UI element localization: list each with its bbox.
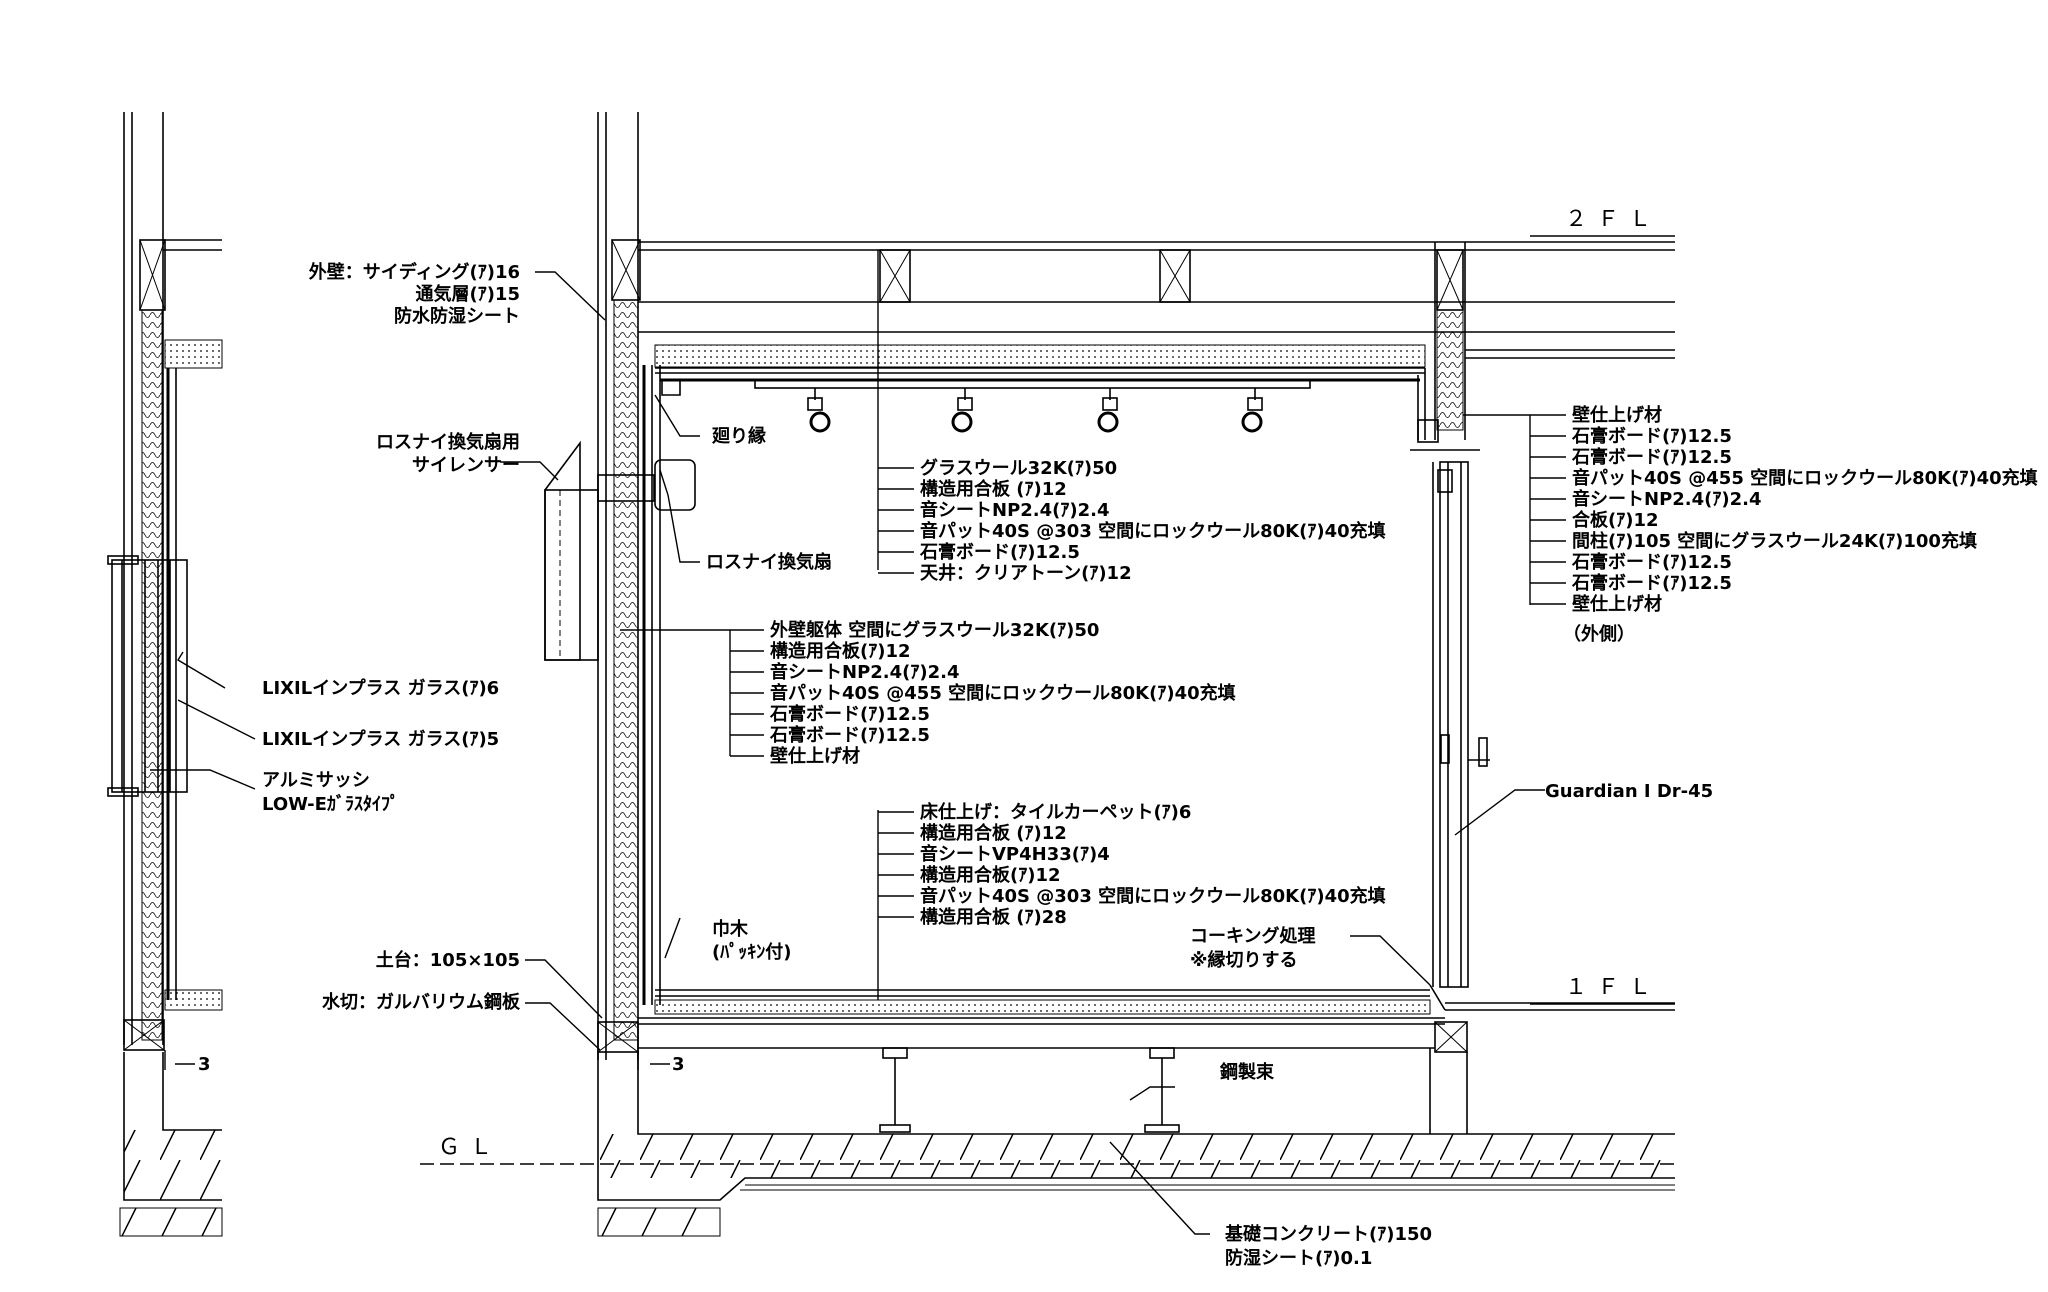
sash-label-2: LOW-Eｶﾞﾗｽﾀｲﾌﾟ bbox=[262, 793, 399, 815]
partition-spec-item: 壁仕上げ材 bbox=[1572, 593, 1662, 615]
dim-mid: 3 bbox=[672, 1054, 685, 1075]
exterior-label-3: 防水防湿シート bbox=[394, 305, 520, 327]
ceiling-spec-item: 石膏ボード(ｱ)12.5 bbox=[919, 541, 1080, 563]
fan-label: ロスナイ換気扇 bbox=[706, 551, 832, 573]
floor-spec-item: 床仕上げ：タイルカーペット(ｱ)6 bbox=[920, 801, 1191, 823]
flashing-label: 水切：ガルバリウム鋼板 bbox=[322, 991, 521, 1013]
caulk-label-2: ※縁切りする bbox=[1190, 949, 1298, 971]
ceiling-spec-item: 音シートNP2.4(ｱ)2.4 bbox=[920, 499, 1109, 521]
exterior-wall-spec-item: 壁仕上げ材 bbox=[770, 745, 860, 767]
exterior-wall-spec-item: 構造用合板(ｱ)12 bbox=[770, 640, 911, 662]
level-gl: ＧＬ bbox=[438, 1135, 502, 1160]
ceiling-spec-item: 天井：クリアトーン(ｱ)12 bbox=[920, 562, 1132, 584]
partition-note: （外側） bbox=[1563, 623, 1635, 645]
sill-label: 土台：105×105 bbox=[376, 949, 520, 971]
partition-spec-item: 石膏ボード(ｱ)12.5 bbox=[1571, 572, 1732, 594]
caulk-label-1: コーキング処理 bbox=[1190, 925, 1315, 947]
baseboard-label-1: 巾木 bbox=[712, 918, 749, 940]
ceiling-spec-item: 構造用合板 (ｱ)12 bbox=[920, 478, 1067, 500]
exterior-label-2: 通気層(ｱ)15 bbox=[415, 283, 520, 305]
exterior-wall-spec-item: 音パット40S @455 空間にロックウール80K(ｱ)40充填 bbox=[770, 682, 1236, 704]
exterior-wall-spec-item: 石膏ボード(ｱ)12.5 bbox=[769, 724, 930, 746]
partition-spec-item: 石膏ボード(ｱ)12.5 bbox=[1571, 446, 1732, 468]
left-wall-section bbox=[107, 112, 223, 1237]
glass6-label: LIXILインプラス ガラス(ｱ)6 bbox=[262, 677, 499, 699]
floor-spec-item: 構造用合板 (ｱ)28 bbox=[920, 906, 1067, 928]
partition-spec-item: 間柱(ｱ)105 空間にグラスウール24K(ｱ)100充填 bbox=[1572, 530, 1977, 552]
post-label: 鋼製束 bbox=[1219, 1061, 1275, 1083]
exterior-label-1: 外壁：サイディング(ｱ)16 bbox=[309, 261, 520, 283]
foundation-label-2: 防湿シート(ｱ)0.1 bbox=[1225, 1247, 1372, 1269]
glass5-label: LIXILインプラス ガラス(ｱ)5 bbox=[262, 728, 499, 750]
floor-spec-item: 構造用合板 (ｱ)12 bbox=[920, 822, 1067, 844]
exterior-wall-spec-item: 石膏ボード(ｱ)12.5 bbox=[769, 703, 930, 725]
spotlight-icon bbox=[807, 388, 1263, 433]
trim-label: 廻り縁 bbox=[711, 425, 766, 447]
level-1fl: １ＦＬ bbox=[1565, 975, 1661, 1000]
silencer-label-2: サイレンサー bbox=[412, 455, 520, 476]
silencer-label-1: ロスナイ換気扇用 bbox=[376, 431, 520, 453]
door-label: Guardian I Dr-45 bbox=[1545, 781, 1713, 802]
steel-post-icon bbox=[879, 1047, 1180, 1133]
dim-left: 3 bbox=[198, 1054, 211, 1075]
partition-spec-item: 合板(ｱ)12 bbox=[1572, 509, 1659, 531]
partition-spec-item: 音シートNP2.4(ｱ)2.4 bbox=[1572, 488, 1761, 510]
ceiling-spec-item: 音パット40S @303 空間にロックウール80K(ｱ)40充填 bbox=[920, 520, 1386, 542]
sash-label-1: アルミサッシ bbox=[262, 770, 370, 791]
baseboard-label-2: (ﾊﾟｯｷﾝ付) bbox=[712, 941, 791, 963]
ceiling-spec-item: グラスウール32K(ｱ)50 bbox=[920, 457, 1117, 479]
exterior-wall-spec-item: 音シートNP2.4(ｱ)2.4 bbox=[770, 661, 959, 683]
partition-spec-item: 石膏ボード(ｱ)12.5 bbox=[1571, 425, 1732, 447]
floor-spec-item: 構造用合板(ｱ)12 bbox=[920, 864, 1061, 886]
level-2fl: ２ＦＬ bbox=[1565, 207, 1661, 232]
partition-spec-item: 音パット40S @455 空間にロックウール80K(ｱ)40充填 bbox=[1572, 467, 2038, 489]
exterior-wall-spec-item: 外壁躯体 空間にグラスウール32K(ｱ)50 bbox=[770, 619, 1099, 641]
exterior-wall-spec-list: 外壁躯体 空間にグラスウール32K(ｱ)50構造用合板(ｱ)12音シートNP2.… bbox=[730, 619, 1236, 767]
floor-spec-item: 音パット40S @303 空間にロックウール80K(ｱ)40充填 bbox=[920, 885, 1386, 907]
partition-spec-item: 壁仕上げ材 bbox=[1572, 404, 1662, 426]
floor-spec-item: 音シートVP4H33(ｱ)4 bbox=[920, 843, 1110, 865]
partition-spec-item: 石膏ボード(ｱ)12.5 bbox=[1571, 551, 1732, 573]
foundation-label-1: 基礎コンクリート(ｱ)150 bbox=[1224, 1223, 1432, 1245]
